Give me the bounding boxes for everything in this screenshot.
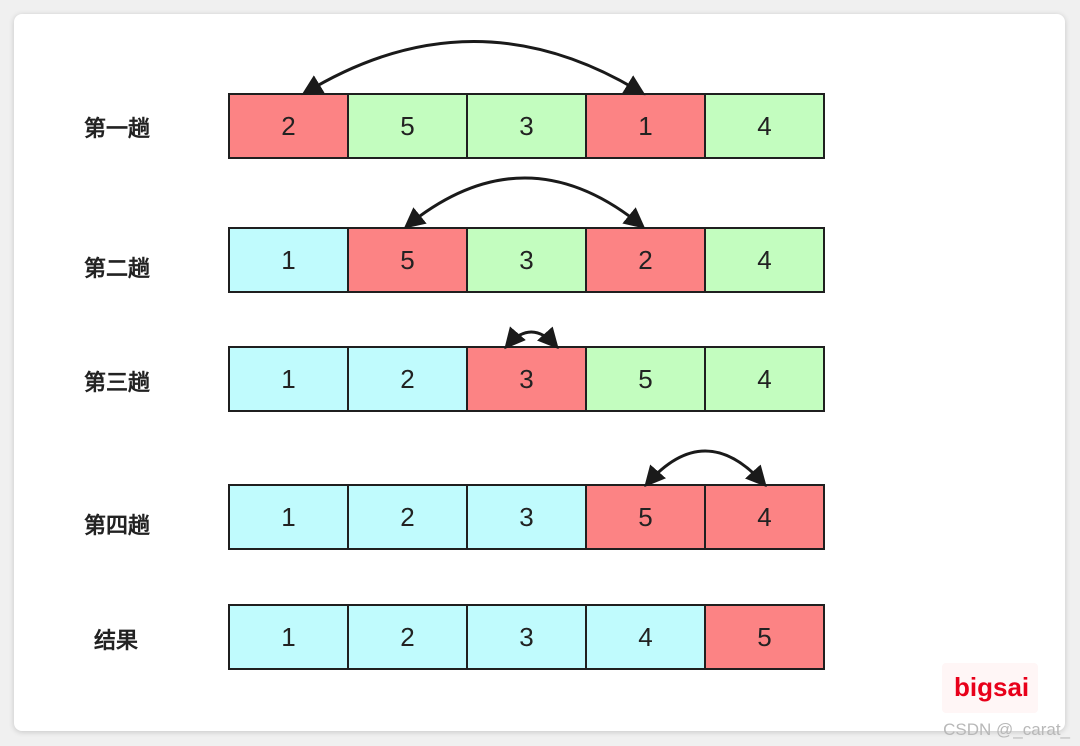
array-cell: 2 bbox=[230, 95, 349, 157]
array-cell: 5 bbox=[349, 229, 468, 291]
watermark-logo: bigsai bbox=[954, 672, 1030, 702]
array-cell: 4 bbox=[706, 229, 823, 291]
array-cell: 4 bbox=[587, 606, 706, 668]
array-cell: 2 bbox=[349, 606, 468, 668]
array-cell: 1 bbox=[230, 348, 349, 410]
array-cell: 1 bbox=[230, 606, 349, 668]
row-label-pass-1: 第一趟 bbox=[84, 117, 151, 142]
array-row-result: 1 2 3 4 5 bbox=[228, 604, 825, 670]
array-row-pass-1: 2 5 3 1 4 bbox=[228, 93, 825, 159]
array-row-pass-2: 1 5 3 2 4 bbox=[228, 227, 825, 293]
array-cell: 4 bbox=[706, 348, 823, 410]
watermark-badge bbox=[942, 663, 1038, 713]
array-cell: 3 bbox=[468, 229, 587, 291]
array-cell: 5 bbox=[349, 95, 468, 157]
array-cell: 1 bbox=[230, 229, 349, 291]
array-row-pass-4: 1 2 3 5 4 bbox=[228, 484, 825, 550]
row-label-pass-2: 第二趟 bbox=[84, 257, 151, 282]
array-cell: 4 bbox=[706, 486, 823, 548]
array-cell: 5 bbox=[587, 348, 706, 410]
array-cell: 1 bbox=[587, 95, 706, 157]
diagram-card: 第一趟 2 5 3 1 4 第二趟 1 5 3 2 4 第三趟 1 2 3 5 … bbox=[14, 14, 1065, 731]
row-label-pass-4: 第四趟 bbox=[84, 514, 151, 539]
array-cell: 4 bbox=[706, 95, 823, 157]
array-cell: 3 bbox=[468, 486, 587, 548]
array-cell: 2 bbox=[349, 348, 468, 410]
array-cell: 5 bbox=[706, 606, 823, 668]
array-cell: 5 bbox=[587, 486, 706, 548]
source-credit: CSDN @_carat_ bbox=[943, 720, 1070, 739]
array-cell: 1 bbox=[230, 486, 349, 548]
array-cell: 2 bbox=[349, 486, 468, 548]
array-cell: 2 bbox=[587, 229, 706, 291]
array-cell: 3 bbox=[468, 606, 587, 668]
array-cell: 3 bbox=[468, 348, 587, 410]
row-label-result: 结果 bbox=[94, 629, 139, 654]
row-label-pass-3: 第三趟 bbox=[84, 371, 151, 396]
array-cell: 3 bbox=[468, 95, 587, 157]
array-row-pass-3: 1 2 3 5 4 bbox=[228, 346, 825, 412]
